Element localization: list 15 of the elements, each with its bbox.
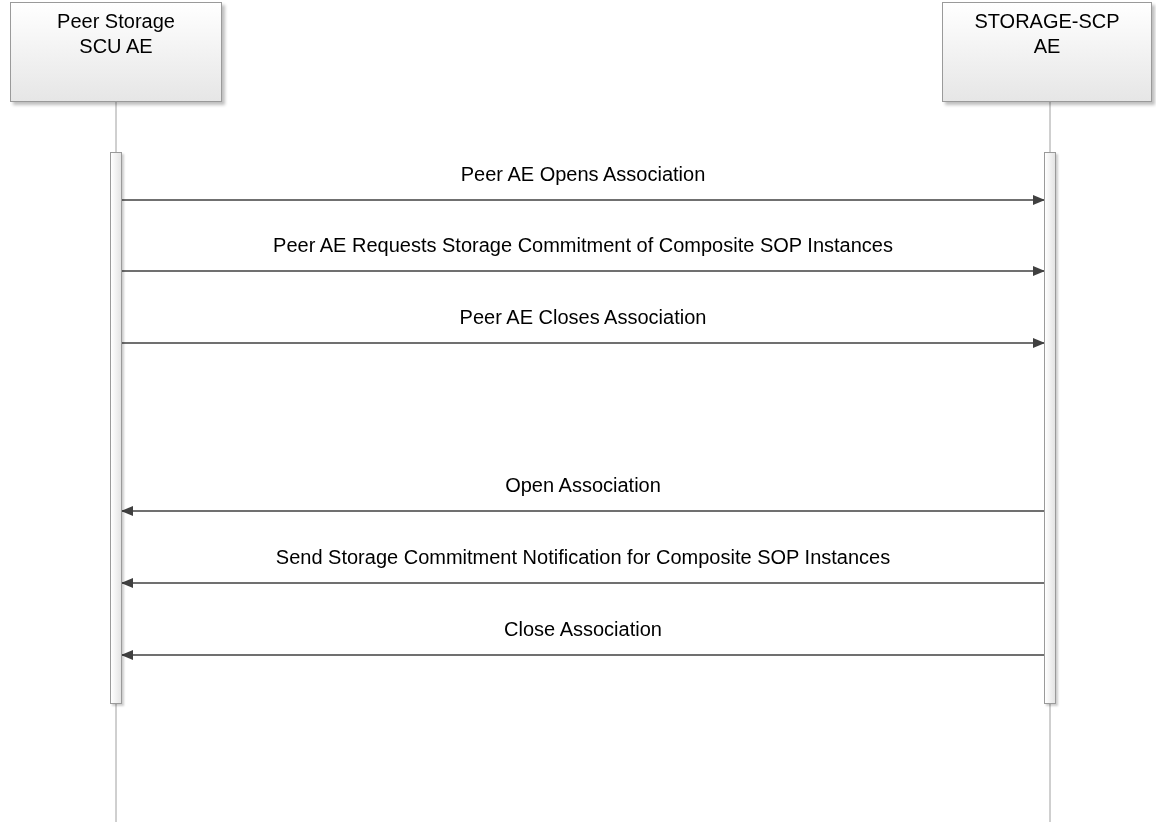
activation-bar: [110, 152, 122, 704]
message-label: Send Storage Commitment Notification for Composite SOP Instances: [273, 546, 893, 569]
message-arrow: [121, 650, 1045, 660]
participant-box: [10, 2, 222, 102]
participant-name: STORAGE-SCP AE: [974, 9, 1120, 59]
participant-name: Peer Storage SCU AE: [56, 9, 176, 59]
message-arrow: [121, 266, 1045, 276]
message-arrow: [121, 338, 1045, 348]
message-label: Peer AE Requests Storage Commitment of Composite SOP Instances: [271, 234, 895, 257]
message-label: Open Association: [503, 474, 663, 497]
activation-bar: [1044, 152, 1056, 704]
message-arrow: [121, 578, 1045, 588]
message-arrow: [121, 195, 1045, 205]
participant-box: [942, 2, 1152, 102]
message-arrow: [121, 506, 1045, 516]
